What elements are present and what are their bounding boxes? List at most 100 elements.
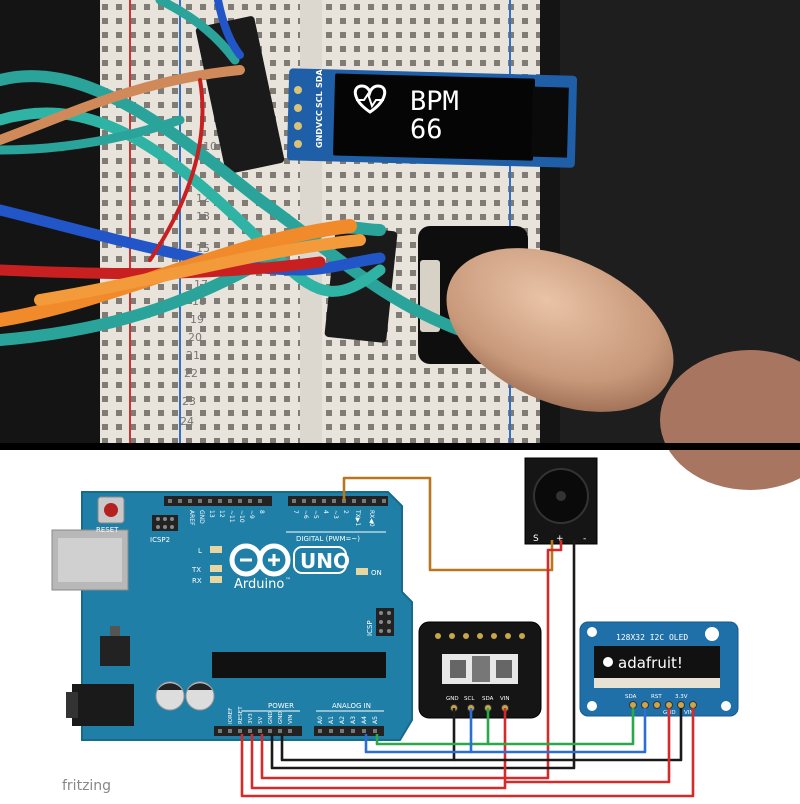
digital-pin-label: 8: [258, 510, 265, 514]
pulse-sensor-module: GND SCL SDA VIN: [418, 621, 542, 719]
buzzer-center: [556, 491, 566, 501]
wires: [240, 476, 695, 798]
analog-pin-label: A0: [317, 716, 324, 724]
digital-header-pins: [168, 499, 386, 503]
photo-oled-header-pins: [294, 86, 302, 148]
oled-pin: VIN: [684, 710, 694, 716]
row-number: 20: [188, 331, 202, 344]
power-pin-label: RESET: [238, 706, 244, 724]
digital-pin-label: 12: [218, 510, 225, 518]
photo-oled-pin: VCC: [315, 110, 324, 128]
row-number: 10: [203, 140, 217, 153]
wire-oled-3v3: [505, 708, 671, 784]
oled-module: 128X32 I2C OLED adafruit! SDA RST 3.3V G…: [579, 621, 739, 717]
digital-pin-label: ~6: [302, 510, 309, 519]
oled-mount-hole: [587, 627, 597, 637]
wire-scl-oled: [471, 708, 647, 754]
wire-5v-oled: [240, 708, 695, 798]
analog-header: [314, 726, 384, 736]
digital-label: DIGITAL (PWM=~): [296, 535, 360, 543]
pulse-line-icon: [356, 91, 384, 109]
analog-pin-label: A4: [361, 716, 368, 724]
icsp-label: ICSP: [366, 620, 374, 636]
digital-pin-label: 13: [208, 510, 215, 518]
capacitor-top: [158, 683, 182, 690]
reset-label: RESET: [96, 526, 119, 534]
row-number: 24: [180, 415, 194, 428]
row-number: 15: [196, 242, 210, 255]
pulse-sensor-pin: SCL: [464, 696, 475, 702]
analog-pin-label: A3: [350, 716, 357, 724]
digital-pin-label: ~3: [332, 510, 339, 519]
oled-display-ribbon: [594, 678, 720, 688]
analog-pin-labels: A0 A1 A2 A3 A4 A5: [317, 716, 379, 724]
atmega-chip: [212, 652, 386, 678]
photo-oled-module: BPM 66 GND VCC SCL SDA: [286, 68, 578, 168]
barrel-jack-tip: [66, 692, 78, 718]
row-number: 19: [190, 313, 204, 326]
row-number: 21: [186, 349, 200, 362]
pulse-sensor-pin: VIN: [500, 696, 510, 702]
row-number: 22: [184, 367, 198, 380]
led-l-label: L: [198, 547, 202, 555]
arduino-trademark: ™: [285, 577, 291, 584]
oled-mount-hole: [587, 701, 597, 711]
oled-mount-hole: [721, 701, 731, 711]
aref-label: AREF: [188, 510, 195, 526]
breadboard-center-channel: [300, 0, 322, 443]
power-pin-label: IOREF: [228, 708, 234, 724]
photo-wires: [0, 0, 466, 346]
pulse-sensor-pin: GND: [446, 696, 459, 702]
digital-pin-label: 7: [292, 510, 299, 514]
photo-oled-pin: SDA: [315, 69, 324, 88]
adafruit-logo-icon: [603, 657, 613, 667]
voltage-regulator: [100, 636, 130, 666]
usb-connector-inner: [58, 538, 122, 582]
analog-pin-label: A2: [339, 716, 346, 724]
pulse-sensor-led: [472, 656, 490, 682]
power-header-pins: [218, 729, 292, 733]
digital-pin-label: TX▶1: [354, 509, 361, 526]
power-pin-labels: IOREF RESET 3V3 5V GND GND VIN: [228, 706, 294, 724]
reset-button-cap: [104, 503, 118, 517]
pulse-sensor-pin-labels: GND SCL SDA VIN: [446, 696, 510, 702]
uno-badge: [293, 546, 347, 574]
photo-oled-pin: SCL: [315, 91, 324, 108]
row-number: 23: [182, 395, 196, 408]
adafruit-flower-icon: [705, 627, 719, 641]
oled-pin: RST: [651, 694, 662, 700]
arduino-logo-text: Arduino: [234, 577, 284, 592]
oled-display-text: adafruit!: [618, 654, 683, 672]
oled-pin: 3.3V: [675, 694, 688, 700]
buzzer-pin: -: [583, 534, 586, 544]
photo-oled-pin: GND: [315, 128, 324, 148]
oled-display: [594, 646, 720, 678]
pulse-sensor-chip: [496, 660, 512, 678]
status-leds: [210, 546, 368, 583]
wire-sda-oled: [488, 708, 635, 746]
fritzing-label: fritzing: [62, 778, 111, 794]
row-number: 13: [196, 210, 210, 223]
led-tx-label: TX: [191, 566, 201, 574]
wire-sda-sensor: [375, 708, 490, 746]
digital-pin-label: 2: [342, 510, 349, 514]
pulse-sensor-holes: [435, 633, 525, 639]
barrel-jack: [72, 684, 134, 726]
wire-gnd-sensor: [280, 708, 456, 762]
digital-pin-label: RX◀0: [368, 510, 375, 527]
on-label: ON: [371, 569, 382, 577]
oled-header-text: 128X32 I2C OLED: [616, 633, 688, 642]
jumper-header-block: [195, 16, 285, 174]
gnd-top-label: GND: [198, 510, 205, 524]
power-pin-label: VIN: [288, 715, 294, 725]
pulse-sensor-pin: SDA: [482, 696, 494, 702]
wire-3v3-sensor: [250, 708, 507, 790]
oled-pin: SDA: [625, 694, 637, 700]
voltage-regulator-tab: [110, 626, 120, 636]
power-label: POWER: [268, 702, 294, 710]
wire-gnd-oled: [454, 708, 683, 762]
digital-pin-label: 4: [322, 510, 329, 514]
analog-header-pins: [318, 729, 377, 733]
fritzing-diagram: RESET ICSP2 AREF GND 13 12 ~11 ~10: [51, 457, 739, 798]
finger: [446, 248, 674, 412]
